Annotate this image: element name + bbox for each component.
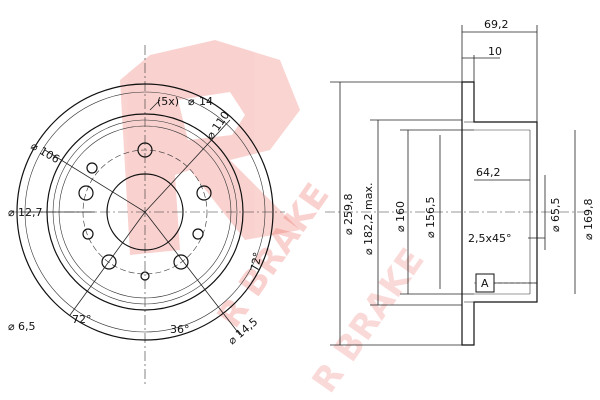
hat-diameter-label: 169,8 — [582, 199, 595, 231]
diameter-156-symbol: ⌀ — [424, 231, 437, 238]
bolt-hole-3 — [173, 254, 189, 270]
bolt-diameter-symbol: ⌀ — [188, 95, 195, 108]
pcd-leader — [144, 119, 231, 213]
diameter-160-symbol: ⌀ — [394, 225, 407, 232]
disc-outer-edge — [16, 83, 274, 341]
pin-hole-2 — [82, 228, 94, 240]
extra-hole-leader — [144, 211, 241, 336]
small-hole-symbol: ⌀ — [8, 206, 15, 219]
pin-hole-3 — [140, 271, 150, 281]
side-view: 69,2 10 ⌀ 259,8 ⌀ 182,2 max. ⌀ 1 — [325, 18, 595, 346]
small-hole-label: 12,7 — [18, 206, 43, 219]
bolt-diameter-label: 14 — [199, 95, 213, 108]
max-diameter-symbol: ⌀ — [362, 248, 375, 255]
front-view: (5x) ⌀ 14 ⌀ 110 ⌀ 106 ⌀ 12,7 ⌀ 6,5 72° 3… — [8, 45, 285, 385]
angle-left-label: 72° — [72, 313, 92, 326]
center-bore-symbol: ⌀ — [549, 225, 562, 232]
datum-label: A — [481, 277, 489, 290]
bolt-hole-4 — [101, 254, 117, 270]
outer-diameter-symbol: ⌀ — [342, 228, 355, 235]
bolt-holes-count: (5x) — [157, 95, 179, 108]
bolt-hole-1 — [137, 142, 153, 158]
pin-hole-4 — [192, 228, 204, 240]
outer-diameter-label: 259,8 — [342, 194, 355, 226]
bolt-hole-5 — [78, 185, 94, 201]
bolt-hole-2 — [196, 185, 212, 201]
hub-diameter-label: 106 — [37, 144, 62, 166]
extra-hole-label: 14,5 — [233, 315, 260, 341]
bolt-leader — [149, 99, 161, 111]
hat-diameter-symbol: ⌀ — [582, 233, 595, 240]
pin-hole-symbol: ⌀ — [8, 320, 15, 333]
chamfer-label: 2,5x45° — [468, 232, 512, 245]
pin-hole-1 — [86, 162, 98, 174]
disc-profile — [461, 81, 538, 346]
pin-leader — [69, 211, 146, 316]
angle-right-label: 72° — [248, 251, 264, 272]
hub-leader — [44, 149, 146, 213]
center-bore — [106, 173, 184, 251]
center-bore-label: 65,5 — [549, 198, 562, 223]
height-64-label: 64,2 — [476, 166, 501, 179]
thickness-label: 10 — [488, 45, 502, 58]
max-diameter-label: 182,2 max. — [362, 183, 375, 245]
diameter-156-label: 156,5 — [424, 197, 437, 229]
diameter-160-label: 160 — [394, 201, 407, 222]
angle-bottom-label: 36° — [170, 323, 190, 336]
pin-hole-label: 6,5 — [18, 320, 36, 333]
overall-width-label: 69,2 — [484, 18, 509, 31]
